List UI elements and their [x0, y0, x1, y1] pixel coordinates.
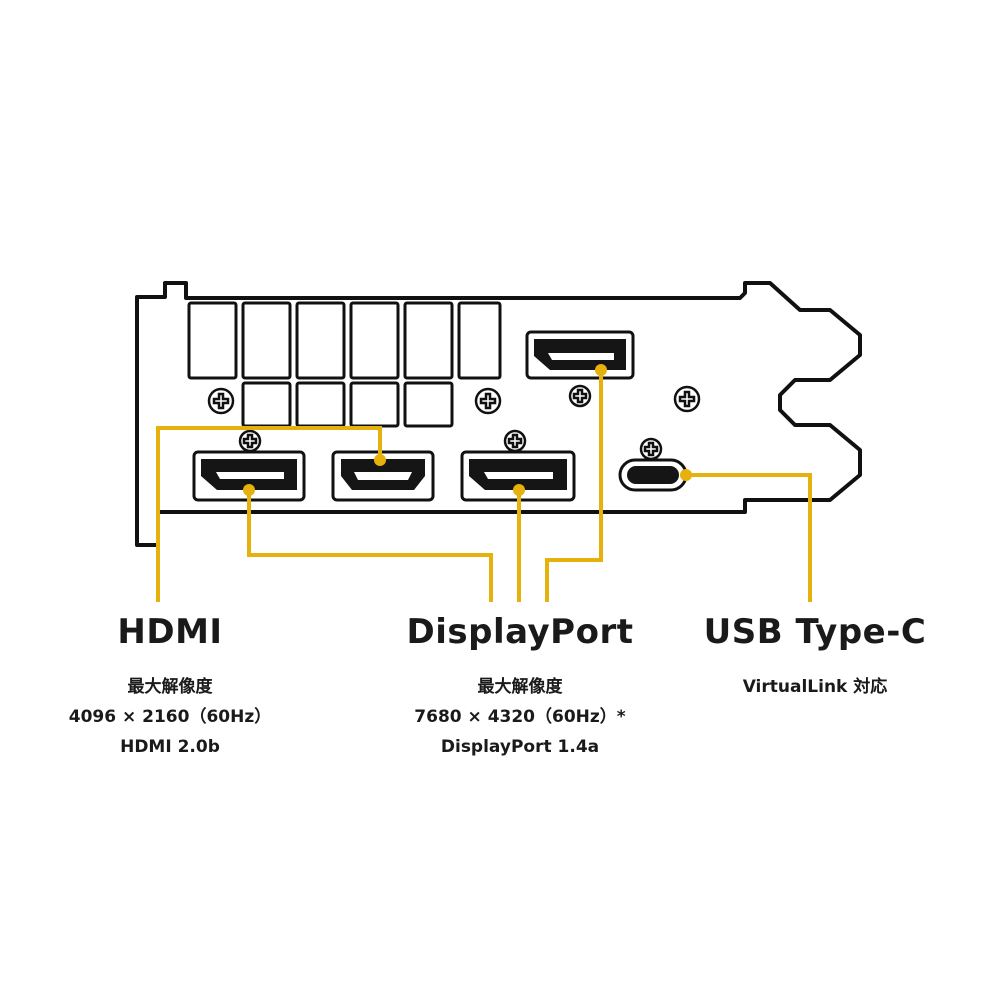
hdmi-label-block: HDMI 最大解像度 4096 × 2160（60Hz） HDMI 2.0b [40, 612, 300, 762]
displayport-top-connector-dot [595, 364, 607, 376]
displayport-spec-line: 7680 × 4320（60Hz）* [414, 707, 626, 727]
hdmi-spec-line: HDMI 2.0b [120, 737, 220, 757]
hdmi-spec-line: 最大解像度 [127, 677, 213, 697]
vent-slot [403, 381, 454, 428]
screw-icon [568, 384, 592, 408]
displayport-left-connector-dot [243, 484, 255, 496]
displayport-leader-line-left [247, 490, 493, 602]
vent-slot [349, 381, 400, 428]
hdmi-connector-dot [374, 454, 386, 466]
displayport-spec-line: DisplayPort 1.4a [440, 737, 600, 757]
vent-slot [457, 301, 502, 380]
usb-c-connector-dot [680, 469, 692, 481]
usb-c-label-block: USB Type-C VirtualLink 対応 [680, 612, 950, 702]
displayport-title: DisplayPort [406, 612, 634, 652]
bracket-outline [135, 281, 862, 547]
hdmi-port [331, 450, 435, 502]
vent-slot [241, 381, 292, 428]
hdmi-spec-line: 4096 × 2160（60Hz） [68, 707, 272, 727]
screw-icon [474, 387, 502, 415]
vent-slot [295, 301, 346, 380]
displayport-leader-line-top [545, 370, 603, 602]
screw-icon [673, 385, 701, 413]
displayport-port-top [525, 330, 635, 380]
screw-icon [207, 387, 235, 415]
vent-slot [349, 301, 400, 380]
usb-c-spec-line: VirtualLink 対応 [742, 677, 888, 697]
displayport-label-block: DisplayPort 最大解像度 7680 × 4320（60Hz）* Dis… [370, 612, 670, 762]
vent-grid [187, 301, 502, 428]
vent-slot [187, 301, 238, 380]
displayport-spec-line: 最大解像度 [477, 677, 563, 697]
screw-icon [503, 429, 527, 453]
usb-c-title: USB Type-C [703, 612, 927, 652]
usb-c-port [618, 458, 688, 492]
usb-c-leader-line [686, 473, 812, 602]
vent-slot [403, 301, 454, 380]
screw-icon [238, 429, 262, 453]
hdmi-title: HDMI [117, 612, 223, 652]
vent-slot [241, 301, 292, 380]
displayport-middle-connector-dot [513, 484, 525, 496]
hdmi-leader-line [156, 426, 382, 602]
vent-slot [295, 381, 346, 428]
screw-icon [639, 437, 663, 461]
